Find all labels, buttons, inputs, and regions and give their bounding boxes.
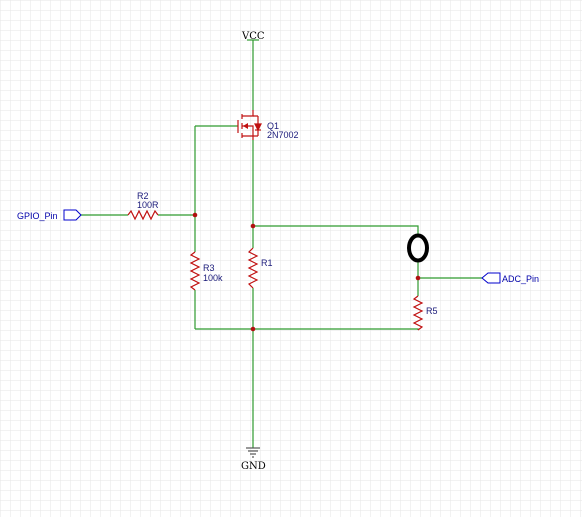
gpio-port-icon[interactable] xyxy=(63,209,82,221)
mosfet-q1[interactable] xyxy=(237,110,262,140)
r5-ref-label: R5 xyxy=(426,306,438,316)
mosfet-arrow-icon xyxy=(243,123,248,129)
q1-value-label: 2N7002 xyxy=(267,130,299,140)
resistor-r3[interactable] xyxy=(189,251,201,291)
resistor-r2[interactable] xyxy=(127,209,159,221)
vcc-label: VCC xyxy=(241,31,265,42)
ground-symbol-icon xyxy=(246,447,260,458)
r2-value-label: 100R xyxy=(137,200,159,210)
r3-value-label: 100k xyxy=(203,273,223,283)
r1-ref-label: R1 xyxy=(261,258,273,268)
junction-dot xyxy=(250,223,256,229)
resistor-r5[interactable] xyxy=(412,295,424,331)
wire-to-load xyxy=(253,225,419,236)
junctions xyxy=(192,212,421,332)
black-ring-icon[interactable] xyxy=(407,233,429,263)
junction-dot xyxy=(415,275,421,281)
q1-ref-label: Q1 xyxy=(267,121,279,131)
r3-ref-label: R3 xyxy=(203,263,215,273)
junction-dot xyxy=(250,326,256,332)
junction-dot xyxy=(192,212,198,218)
r2-ref-label: R2 xyxy=(137,191,149,201)
adc-port-icon[interactable] xyxy=(481,272,501,284)
gnd-label: GND xyxy=(241,461,266,472)
resistors xyxy=(127,209,424,331)
n-mosfet-icon xyxy=(237,110,262,140)
resistor-r1[interactable] xyxy=(247,247,259,289)
gpio-port-label: GPIO_Pin xyxy=(17,211,58,221)
adc-port-label: ADC_Pin xyxy=(502,274,539,284)
